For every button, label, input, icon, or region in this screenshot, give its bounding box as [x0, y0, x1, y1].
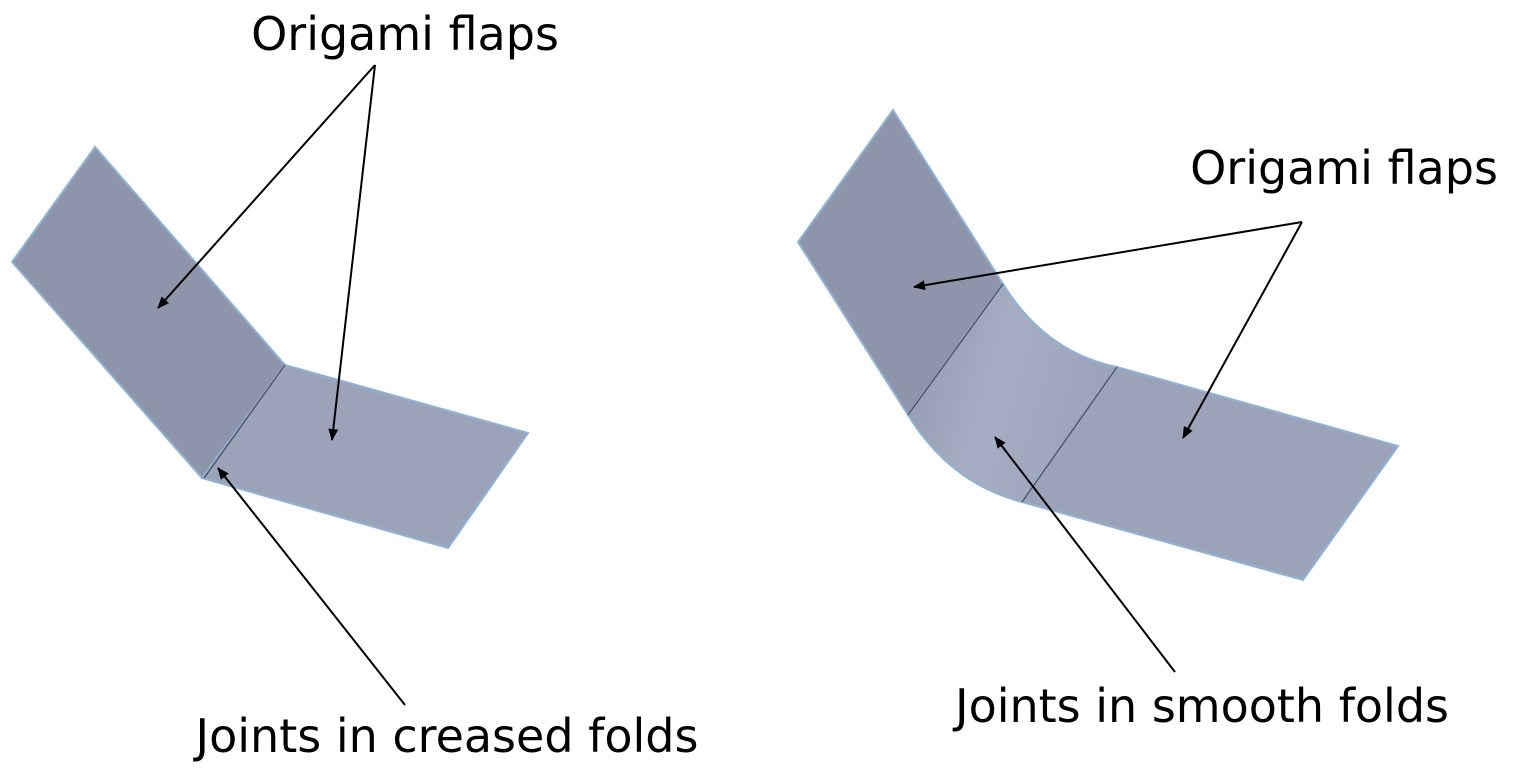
left-origami-flap-lower	[200, 363, 530, 550]
smooth-fold-model	[796, 108, 1400, 582]
left-flap-arrow-lower	[328, 64, 376, 441]
right-origami-flaps-label: Origami flaps	[1190, 141, 1498, 195]
smooth-joint-line-upper	[907, 283, 1004, 416]
left-flap-arrow-upper	[157, 64, 376, 309]
creased-joint-line	[203, 364, 286, 479]
right-flap-arrow-lower	[1182, 221, 1303, 439]
left-joint-arrow	[217, 467, 406, 706]
left-joints-label: Joints in creased folds	[193, 709, 699, 763]
creased-fold-model	[10, 145, 530, 550]
right-annotation-arrows	[913, 221, 1303, 673]
smooth-joint-line-lower	[1021, 366, 1118, 503]
right-joints-label: Joints in smooth folds	[952, 679, 1449, 733]
right-flap-arrow-upper	[913, 221, 1303, 291]
left-origami-flaps-label: Origami flaps	[251, 7, 559, 61]
right-joint-arrow	[994, 436, 1176, 673]
left-annotation-arrows	[157, 64, 406, 706]
